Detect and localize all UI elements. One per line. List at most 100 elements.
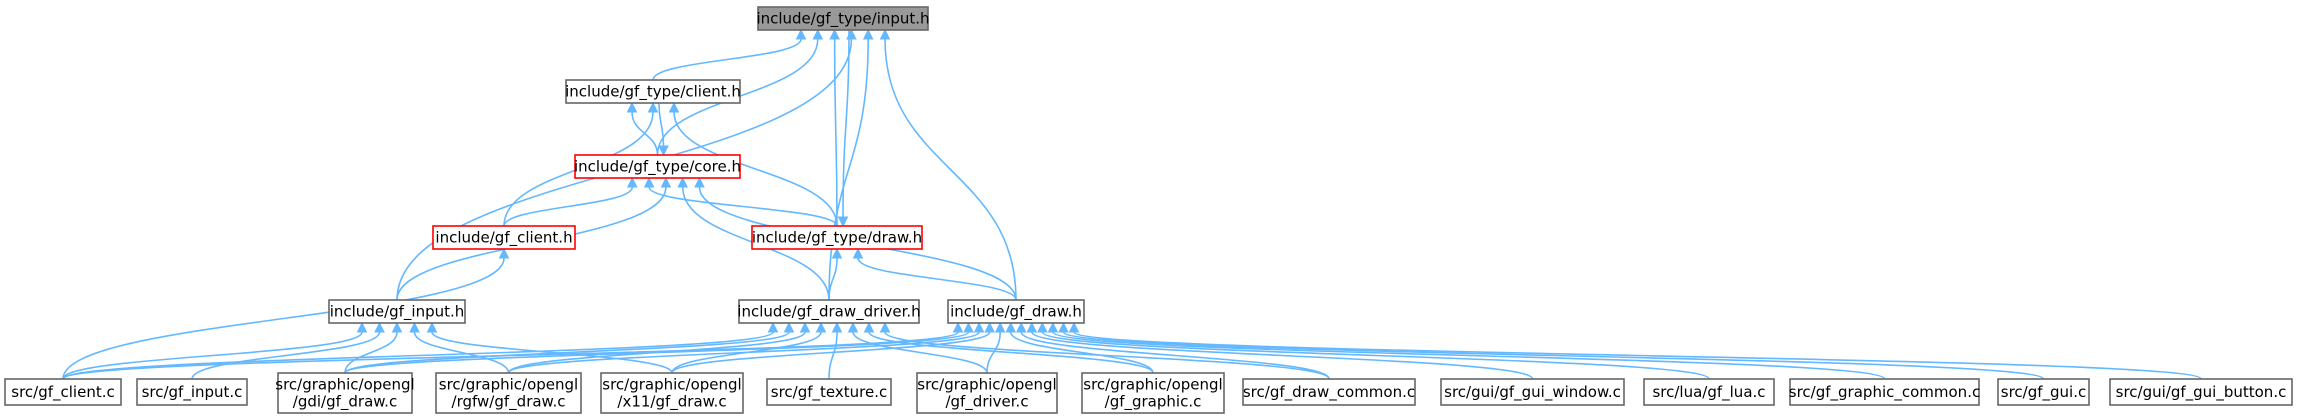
node-gf-texture-c[interactable]: src/gf_texture.c [766,378,892,406]
node-label: /gf_driver.c [945,393,1028,412]
edge-arrowhead [1026,321,1038,333]
edge-arrowhead [498,247,510,259]
dependency-edge [1073,331,2202,380]
node-label: src/gf_client.c [11,383,114,402]
node-gf-input-c[interactable]: src/gf_input.c [136,378,248,406]
edge-arrowhead [426,321,438,333]
edge-arrowhead [694,176,705,188]
edge-arrowhead [973,321,985,333]
edge-arrowhead [668,101,680,113]
dependency-edge [658,102,665,147]
node-gf-gui-button-c[interactable]: src/gui/gf_gui_button.c [2109,378,2293,406]
edge-arrowhead [1015,321,1027,333]
edge-arrowhead [677,176,689,188]
dependency-edge [413,331,510,374]
node-label: /x11/gf_draw.c [617,393,726,412]
node-box [1242,378,1416,406]
edge-arrowhead [356,321,368,333]
node-box [4,378,122,406]
edge-arrowhead [626,176,638,188]
dependency-edge [833,38,838,227]
node-box [565,79,741,104]
edge-arrowhead [831,247,843,259]
node-input-h[interactable]: include/gf_type/input.h [756,6,930,31]
node-rgfw-draw-c[interactable]: src/graphic/opengl/rgfw/gf_draw.c [435,372,582,414]
node-gf-lua-c[interactable]: src/lua/gf_lua.c [1643,378,1775,406]
node-label: src/gf_input.c [142,383,243,402]
edge-arrowhead [994,321,1006,333]
edge-arrowhead [799,321,811,333]
node-core-h[interactable]: include/gf_type/core.h [574,154,741,179]
node-box [1997,378,2090,406]
node-label: include/gf_input.h [330,303,465,322]
dependency-edge [828,331,838,380]
edge-arrowhead [862,28,874,40]
edges-layer [62,28,2202,380]
node-gdi-draw-c[interactable]: src/graphic/opengl/gdi/gf_draw.c [275,372,415,414]
dependency-edge [1052,331,1886,380]
dependency-edge [857,257,1017,301]
edge-arrowhead [863,321,875,333]
edge-arrowhead [852,247,864,259]
node-label: include/gf_client.h [435,229,572,248]
node-box [1789,378,1980,406]
node-box [751,225,923,250]
node-box [1643,378,1775,406]
node-gf-gui-window-c[interactable]: src/gui/gf_gui_window.c [1440,378,1625,406]
dependency-edge [986,331,1001,374]
dependency-edge [503,186,634,227]
node-gf-draw-common-c[interactable]: src/gf_draw_common.c [1242,378,1416,406]
edge-arrowhead [660,176,672,188]
node-label: /rgfw/gf_draw.c [452,393,566,412]
edge-arrowhead [963,321,974,333]
node-x11-draw-c[interactable]: src/graphic/opengl/x11/gf_draw.c [600,372,744,414]
node-gf-client-c[interactable]: src/gf_client.c [4,378,122,406]
node-box [328,299,466,324]
node-client-h[interactable]: include/gf_type/client.h [565,79,741,104]
dependency-edge [673,111,838,227]
node-gf-graphic-c[interactable]: src/graphic/opengl/gf_graphic.c [1081,372,1225,414]
node-box [1081,372,1225,414]
dependency-edge [828,257,838,301]
node-label: src/graphic/opengl [602,376,741,394]
node-gf-client-h[interactable]: include/gf_client.h [432,225,576,250]
node-gf-gui-c[interactable]: src/gf_gui.c [1997,378,2090,406]
node-label: include/gf_draw.h [950,303,1082,322]
dependency-edge [62,331,774,380]
dependency-edge [344,331,790,374]
node-gf-driver-c[interactable]: src/graphic/opengl/gf_driver.c [916,372,1058,414]
edge-arrowhead [831,321,843,333]
edge-arrowhead [952,321,964,333]
edge-arrowhead [374,321,385,333]
node-gf-input-h[interactable]: include/gf_input.h [328,299,466,324]
node-label: src/lua/gf_lua.c [1652,383,1765,402]
edge-arrowhead [643,176,655,188]
node-box [2109,378,2293,406]
dependency-edge [842,29,850,218]
dependency-edge [191,331,381,380]
edge-arrowhead [795,28,807,40]
dependency-edge [652,38,802,81]
dependency-edge [1009,331,1154,374]
node-box [435,372,582,414]
node-box [432,225,576,250]
dependency-edge [671,331,991,374]
dependency-edge [828,38,869,301]
node-draw-h[interactable]: include/gf_type/draw.h [751,225,923,250]
dependency-edge [62,257,505,380]
edge-arrowhead [837,216,849,228]
node-box [766,378,892,406]
dependency-edge [1041,331,1710,380]
dependency-edge [1020,331,1330,380]
node-gf-draw-h[interactable]: include/gf_draw.h [947,299,1085,324]
node-box [1440,378,1625,406]
node-gf-draw-driver-h[interactable]: include/gf_draw_driver.h [737,299,921,324]
node-gf-graphic-common-c[interactable]: src/gf_graphic_common.c [1789,378,1980,406]
node-box [757,6,929,31]
edge-arrowhead [847,321,859,333]
node-label: src/gui/gf_gui_button.c [2116,383,2287,402]
edge-arrowhead [391,321,403,333]
dependency-edge [852,331,988,374]
edge-arrowhead [658,145,669,157]
edge-arrowhead [1037,321,1048,333]
